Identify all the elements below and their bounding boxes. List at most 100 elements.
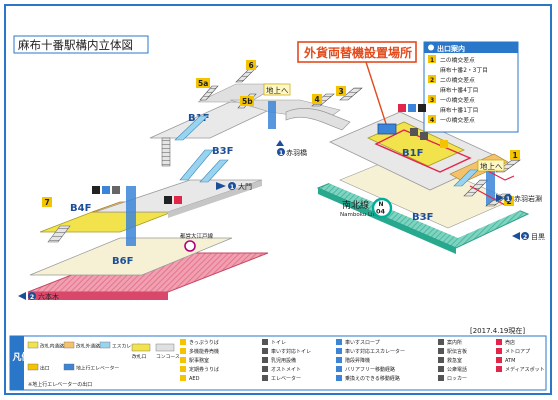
exit-badge-4: 4 [312, 94, 322, 104]
exchange-machine-callout [297, 41, 417, 63]
svg-text:7: 7 [45, 198, 50, 207]
gate-icon [420, 132, 428, 140]
exit-stairs-5a [199, 85, 219, 101]
exit-guide-title: 出口案内 [437, 44, 465, 53]
b6f-platform [27, 237, 269, 300]
svg-text:3: 3 [339, 87, 344, 96]
legend-swatch [155, 343, 175, 352]
legend-icon [336, 375, 342, 381]
legend-icon [262, 366, 268, 372]
svg-text:地上へ: 地上へ [266, 85, 289, 95]
toilet-icon [164, 196, 172, 204]
exchange-machine-marker [377, 123, 397, 135]
exit-stairs-3 [339, 87, 363, 101]
legend-item-label: 改札外通路 [76, 343, 100, 350]
direction-meguro: 2 目黒 [512, 232, 545, 241]
legend-item-label: ATM [505, 358, 515, 364]
svg-text:5b: 5b [242, 97, 253, 106]
legend-item-label: 定期券うりば [189, 366, 219, 373]
svg-text:4: 4 [315, 95, 320, 104]
shop-icon [440, 140, 448, 148]
legend-icon [336, 348, 342, 354]
svg-text:赤羽橋: 赤羽橋 [286, 148, 307, 157]
legend-item-label: 救急室 [447, 357, 462, 364]
legend-title: 凡例 [12, 351, 31, 363]
exit-guide-text: 麻布十番2・3丁目 [440, 66, 488, 74]
svg-text:N: N [379, 201, 384, 208]
legend-col1: 改札内通路改札外通路エスカレーター出口地上行エレベーター [27, 341, 146, 372]
title-box [13, 35, 149, 54]
facility-icons-b1f-right [398, 104, 448, 148]
legend-icon [336, 366, 342, 372]
exit-badge-1: 1 [510, 150, 520, 160]
legend-item-label: 改札内通路 [40, 343, 64, 350]
callout-text: 外貨両替機設置場所 [304, 45, 412, 60]
legend-item-label: AED [189, 376, 200, 382]
legend-icon [438, 366, 444, 372]
floor-label-b1f-right: B1F [402, 148, 423, 159]
elevator-shaft-left [126, 186, 136, 246]
exit-guide-icon [428, 44, 434, 51]
direction-akabane: 1 赤羽岩淵 [496, 194, 542, 203]
wheelchair-icon [408, 104, 416, 112]
legend-item-label: 改札口 [132, 353, 147, 360]
legend-icon [262, 375, 268, 381]
legend-col1-note: ※地上行エレベーターの出口 [28, 381, 92, 388]
legend-item-label: 階段昇降機 [345, 357, 370, 364]
svg-text:1: 1 [506, 196, 510, 203]
exit-guide-number: 1 [430, 57, 434, 64]
legend-icon [438, 348, 444, 354]
exit-guide-text: 二の橋交差点 [440, 76, 475, 84]
exit-guide-number: 4 [430, 117, 434, 124]
legend-item-label: 車いすスロープ [345, 339, 380, 346]
svg-text:2: 2 [30, 294, 34, 301]
svg-text:6: 6 [249, 61, 254, 70]
exit-guide-badge [428, 75, 436, 83]
ticket-machine-icon [410, 128, 418, 136]
stairs-left-1 [161, 137, 171, 167]
legend-swatch [27, 341, 39, 349]
exit-guide-badge [428, 55, 436, 63]
legend-icon [438, 339, 444, 345]
legend-item-label: 出口 [40, 365, 50, 372]
legend-icon [438, 357, 444, 363]
floor-label-b3f-left: B3F [212, 146, 233, 157]
legend-icon [496, 339, 502, 345]
svg-text:地上へ: 地上へ [480, 161, 503, 171]
escalator-left-2 [179, 149, 214, 181]
b1f-left-level [149, 83, 341, 139]
legend-icon [336, 357, 342, 363]
to-ground-label-right: 地上へ [477, 159, 505, 172]
exit-guide-text: 麻布十番4丁目 [440, 86, 478, 94]
legend-item-label: エスカレーター [112, 343, 146, 350]
exit-guide-text: 二の橋交差点 [440, 56, 475, 64]
exit-guide-panel [423, 41, 519, 133]
floor-label-b3f-right: B3F [412, 212, 433, 223]
svg-text:大門: 大門 [238, 182, 252, 191]
legend-item-label: 駅伝言板 [447, 348, 467, 355]
legend-col5: 車いすスロープ車いす対応エスカレーター階段昇降機バリアフリー移動経路乗換えのでき… [336, 339, 405, 382]
svg-text:赤羽岩淵: 赤羽岩淵 [514, 194, 542, 203]
legend-item-label: 売店 [505, 339, 515, 346]
legend-item-label: きっぷうりば [189, 339, 219, 346]
svg-text:2: 2 [523, 234, 527, 241]
exit-guide-text: 麻布十番1丁目 [440, 106, 478, 114]
legend-item-label: 車いす対応トイレ [271, 348, 311, 355]
legend-icon [180, 339, 186, 345]
elevator-shaft-mid [268, 101, 276, 129]
legend-icon [180, 348, 186, 354]
connecting-passage [285, 108, 351, 131]
direction-roppongi: 2 六本木 [18, 292, 59, 301]
exit-guide-badge [428, 95, 436, 103]
svg-text:六本木: 六本木 [38, 292, 59, 301]
svg-text:1: 1 [279, 150, 283, 157]
legend-item-label: 多機能券売機 [189, 348, 219, 355]
legend-item-label: オストメイト [271, 367, 301, 373]
legend-icon [262, 348, 268, 354]
legend-icon [262, 357, 268, 363]
legend-swatch [63, 363, 75, 371]
legend-swatch [27, 363, 39, 371]
